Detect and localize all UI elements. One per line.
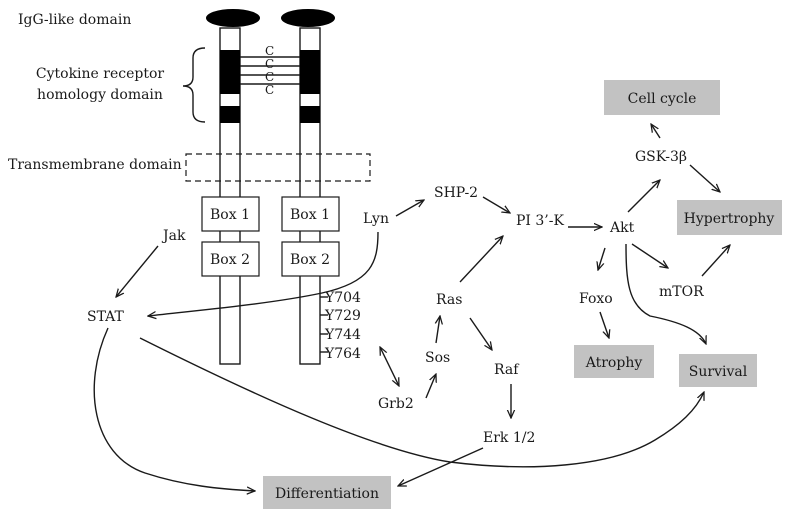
arrow-akt-to-mtor	[631, 243, 668, 268]
arrow-lyn-to-shp2	[395, 200, 424, 217]
outcome-cell-cycle: Cell cycle	[628, 91, 697, 107]
cysteine-mark: C	[265, 83, 274, 97]
node-shp2: SHP-2	[434, 185, 478, 201]
node-foxo: Foxo	[579, 291, 613, 307]
tyrosine-y744: Y744	[324, 327, 361, 343]
cysteine-mark: C	[265, 44, 274, 58]
outcome-survival: Survival	[689, 364, 748, 380]
node-ras: Ras	[436, 292, 462, 308]
arrow-akt-to-foxo	[598, 247, 606, 270]
crh-block-right-lower	[300, 106, 320, 123]
outcome-atrophy-box	[574, 345, 654, 378]
tyrosine-y764: Y764	[324, 346, 361, 362]
node-gsk3b: GSK-3β	[635, 149, 687, 165]
arrow-y764-grb2	[380, 347, 399, 386]
arrow-akt-to-survival	[625, 243, 706, 344]
node-erk: Erk 1/2	[483, 430, 535, 446]
arrow-akt-to-gsk3b	[627, 180, 660, 213]
node-sos: Sos	[425, 350, 450, 366]
transmembrane-domain-label: Transmembrane domain	[8, 157, 182, 173]
outcome-differentiation-box	[263, 476, 391, 509]
arrow-stat-to-differentiation	[93, 327, 255, 491]
cysteine-mark: C	[265, 70, 274, 84]
node-mtor: mTOR	[659, 284, 704, 300]
box1-left	[201, 196, 260, 232]
arrow-sos-to-ras	[436, 316, 440, 344]
arrow-grb2-to-sos	[425, 374, 436, 399]
arrow-gsk3b-to-cell-cycle	[651, 124, 661, 139]
node-pi3k: PI 3’-K	[516, 213, 564, 229]
box1-right	[281, 196, 340, 232]
node-akt: Akt	[609, 220, 635, 236]
pathway-arrows	[93, 124, 730, 491]
node-jak: Jak	[161, 228, 186, 244]
arrow-stat-to-survival	[139, 337, 705, 468]
arrow-jak-to-stat	[116, 245, 159, 297]
igg-like-domain-label: IgG-like domain	[18, 12, 131, 28]
box2-left	[201, 241, 260, 277]
outcome-cell-cycle-box	[604, 80, 720, 115]
outcome-hypertrophy: Hypertrophy	[684, 211, 775, 227]
transmembrane-region	[185, 153, 371, 182]
outcome-atrophy: Atrophy	[585, 355, 643, 371]
box1-left-label: Box 1	[210, 207, 250, 223]
arrow-foxo-to-atrophy	[599, 311, 609, 338]
receptor-chain-right	[281, 9, 335, 365]
receptor-chain-left	[206, 9, 260, 365]
crh-block-right-upper	[300, 50, 320, 94]
cysteine-bridges	[240, 56, 300, 85]
crh-brace	[182, 47, 206, 123]
tyrosine-y729: Y729	[324, 308, 361, 324]
tyrosine-ticks	[320, 296, 328, 353]
arrow-lyn-to-stat	[148, 231, 379, 316]
node-stat: STAT	[87, 309, 125, 325]
crh-domain-label-line2: homology domain	[37, 87, 163, 103]
node-lyn: Lyn	[363, 211, 389, 227]
node-raf: Raf	[494, 362, 520, 378]
arrow-ras-to-raf	[469, 317, 492, 350]
igg-domain-left	[206, 9, 260, 27]
crh-domain-label-line1: Cytokine receptor	[36, 66, 165, 82]
outcome-survival-box	[679, 354, 757, 387]
crh-block-left-lower	[220, 106, 240, 123]
box2-right	[281, 241, 340, 277]
igg-domain-right	[281, 9, 335, 27]
cysteine-mark: C	[265, 57, 274, 71]
crh-block-left-upper	[220, 50, 240, 94]
box2-left-label: Box 2	[210, 252, 250, 268]
arrow-mtor-to-hypertrophy	[701, 245, 730, 277]
outcome-differentiation: Differentiation	[275, 486, 379, 502]
arrow-shp2-to-pi3k	[482, 196, 510, 213]
box1-right-label: Box 1	[290, 207, 330, 223]
node-grb2: Grb2	[378, 396, 414, 412]
outcome-hypertrophy-box	[677, 200, 782, 235]
arrow-erk-to-differentiation	[398, 447, 484, 487]
arrow-gsk3b-to-hypertrophy	[689, 164, 720, 192]
arrow-ras-to-pi3k	[459, 236, 503, 283]
tyrosine-y704: Y704	[324, 290, 361, 306]
box2-right-label: Box 2	[290, 252, 330, 268]
